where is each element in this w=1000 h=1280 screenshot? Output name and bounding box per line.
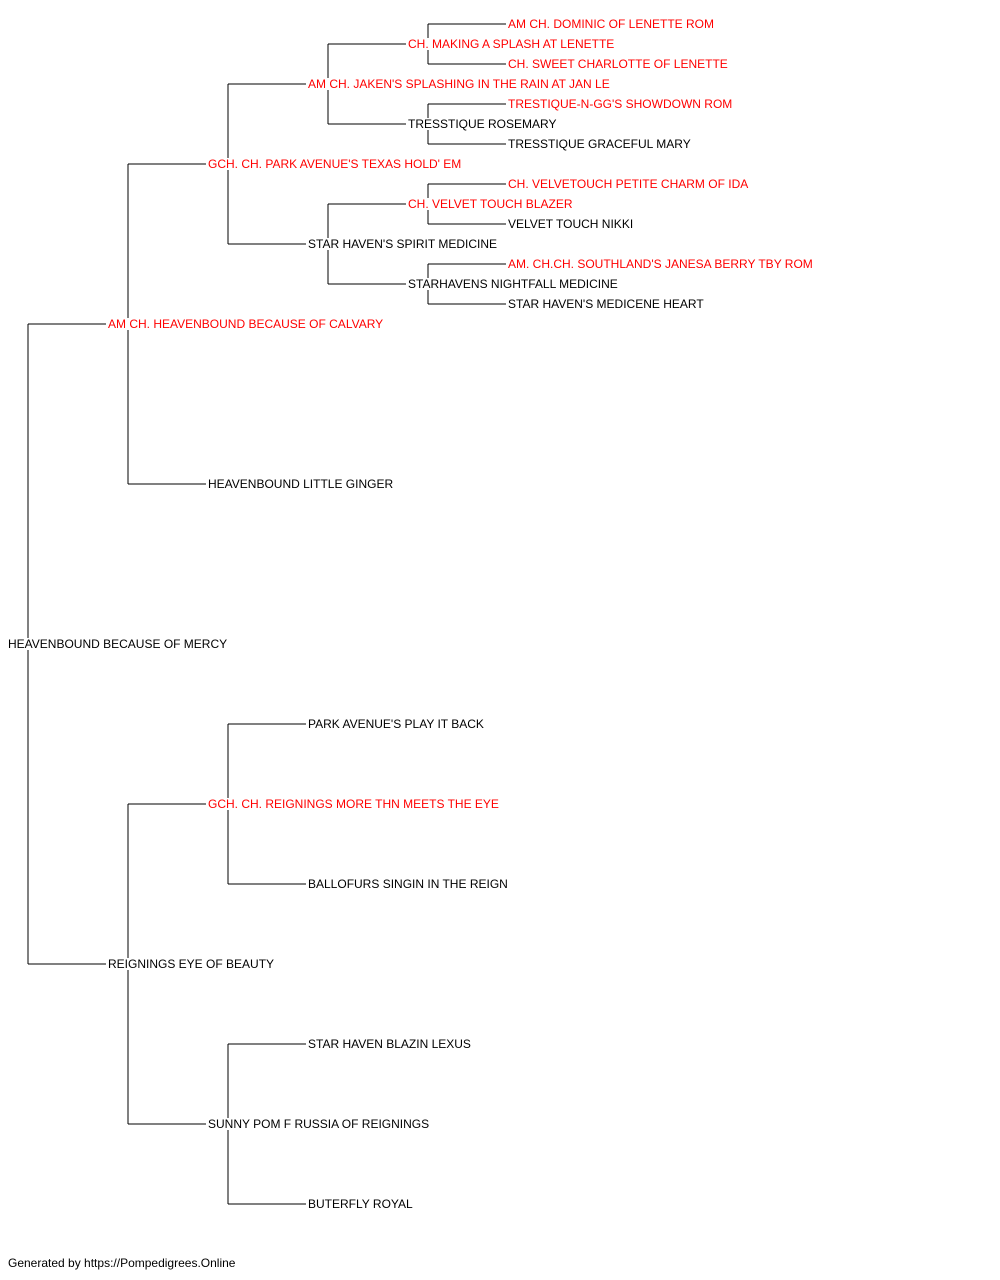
dam-name: SUNNY POM F RUSSIA OF REIGNINGS [208, 1117, 429, 1131]
sire-name: TRESTIQUE-N-GG'S SHOWDOWN ROM [508, 97, 732, 111]
dam-name: REIGNINGS EYE OF BEAUTY [108, 957, 274, 971]
dam-name: TRESSTIQUE ROSEMARY [408, 117, 556, 131]
dam-name: BALLOFURS SINGIN IN THE REIGN [308, 877, 508, 891]
dam-name: STARHAVENS NIGHTFALL MEDICINE [408, 277, 618, 291]
dam-name: VELVET TOUCH NIKKI [508, 217, 633, 231]
sire-name: GCH. CH. REIGNINGS MORE THN MEETS THE EY… [208, 797, 499, 811]
sire-name: AM CH. HEAVENBOUND BECAUSE OF CALVARY [108, 317, 383, 331]
footer-credit: Generated by https://Pompedigrees.Online [8, 1256, 236, 1270]
dam-name: STAR HAVEN'S MEDICENE HEART [508, 297, 704, 311]
sire-name: AM CH. JAKEN'S SPLASHING IN THE RAIN AT … [308, 77, 610, 91]
dam-name: BUTERFLY ROYAL [308, 1197, 413, 1211]
subject-name: HEAVENBOUND BECAUSE OF MERCY [8, 637, 227, 651]
sire-name: CH. MAKING A SPLASH AT LENETTE [408, 37, 614, 51]
sire-name: GCH. CH. PARK AVENUE'S TEXAS HOLD' EM [208, 157, 461, 171]
dam-name: STAR HAVEN'S SPIRIT MEDICINE [308, 237, 497, 251]
sire-name: AM. CH.CH. SOUTHLAND'S JANESA BERRY TBY … [508, 257, 813, 271]
sire-name: CH. VELVETOUCH PETITE CHARM OF IDA [508, 177, 748, 191]
sire-name: STAR HAVEN BLAZIN LEXUS [308, 1037, 471, 1051]
sire-name: CH. VELVET TOUCH BLAZER [408, 197, 573, 211]
dam-name: TRESSTIQUE GRACEFUL MARY [508, 137, 691, 151]
sire-name: PARK AVENUE'S PLAY IT BACK [308, 717, 484, 731]
dam-name: HEAVENBOUND LITTLE GINGER [208, 477, 393, 491]
sire-name: AM CH. DOMINIC OF LENETTE ROM [508, 17, 714, 31]
dam-name: CH. SWEET CHARLOTTE OF LENETTE [508, 57, 728, 71]
pedigree-tree: HEAVENBOUND BECAUSE OF MERCY AM CH. HEAVE… [8, 17, 813, 1211]
